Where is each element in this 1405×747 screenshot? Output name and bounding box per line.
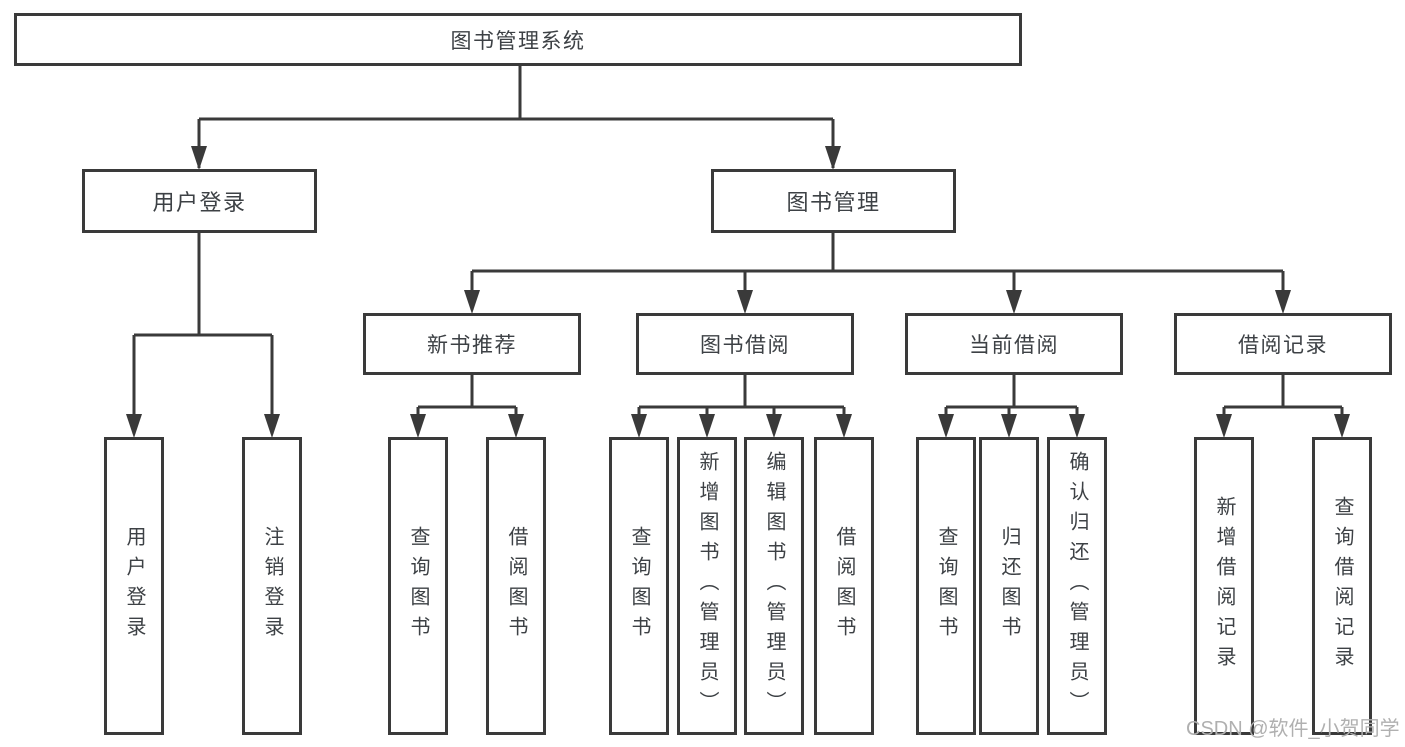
- leaf-user-login-label: 用户登录: [123, 526, 145, 646]
- leaf-borrow-edit-book-admin: 编辑图书（管理员）: [744, 437, 804, 735]
- node-new-book-recommend: 新书推荐: [363, 313, 581, 375]
- leaf-recommend-borrow-book: 借阅图书: [486, 437, 546, 735]
- leaf-records-query-borrow-record: 查询借阅记录: [1312, 437, 1372, 735]
- leaf-borrow-query-book-label: 查询图书: [628, 526, 650, 646]
- node-user-login: 用户登录: [82, 169, 317, 233]
- leaf-borrow-edit-book-admin-label: 编辑图书（管理员）: [763, 451, 785, 721]
- leaf-borrow-borrow-book-label: 借阅图书: [833, 526, 855, 646]
- leaf-recommend-query-book-label: 查询图书: [407, 526, 429, 646]
- leaf-borrow-borrow-book: 借阅图书: [814, 437, 874, 735]
- leaf-borrow-add-book-admin-label: 新增图书（管理员）: [696, 451, 718, 721]
- node-current-borrow: 当前借阅: [905, 313, 1123, 375]
- leaf-records-add-borrow-record-label: 新增借阅记录: [1213, 496, 1235, 676]
- leaf-records-add-borrow-record: 新增借阅记录: [1194, 437, 1254, 735]
- leaf-current-confirm-return-admin: 确认归还（管理员）: [1047, 437, 1107, 735]
- node-borrow-records: 借阅记录: [1174, 313, 1392, 375]
- leaf-recommend-borrow-book-label: 借阅图书: [505, 526, 527, 646]
- leaf-current-return-book-label: 归还图书: [998, 526, 1020, 646]
- leaf-user-login: 用户登录: [104, 437, 164, 735]
- node-library-system: 图书管理系统: [14, 13, 1022, 66]
- leaf-current-confirm-return-admin-label: 确认归还（管理员）: [1066, 451, 1088, 721]
- leaf-logout-login-label: 注销登录: [261, 526, 283, 646]
- leaf-borrow-query-book: 查询图书: [609, 437, 669, 735]
- leaf-recommend-query-book: 查询图书: [388, 437, 448, 735]
- leaf-current-query-book: 查询图书: [916, 437, 976, 735]
- leaf-borrow-add-book-admin: 新增图书（管理员）: [677, 437, 737, 735]
- leaf-logout-login: 注销登录: [242, 437, 302, 735]
- leaf-current-return-book: 归还图书: [979, 437, 1039, 735]
- leaf-current-query-book-label: 查询图书: [935, 526, 957, 646]
- leaf-records-query-borrow-record-label: 查询借阅记录: [1331, 496, 1353, 676]
- node-book-management: 图书管理: [711, 169, 956, 233]
- csdn-watermark: CSDN @软件_小贺同学: [1186, 718, 1400, 740]
- node-book-borrow: 图书借阅: [636, 313, 854, 375]
